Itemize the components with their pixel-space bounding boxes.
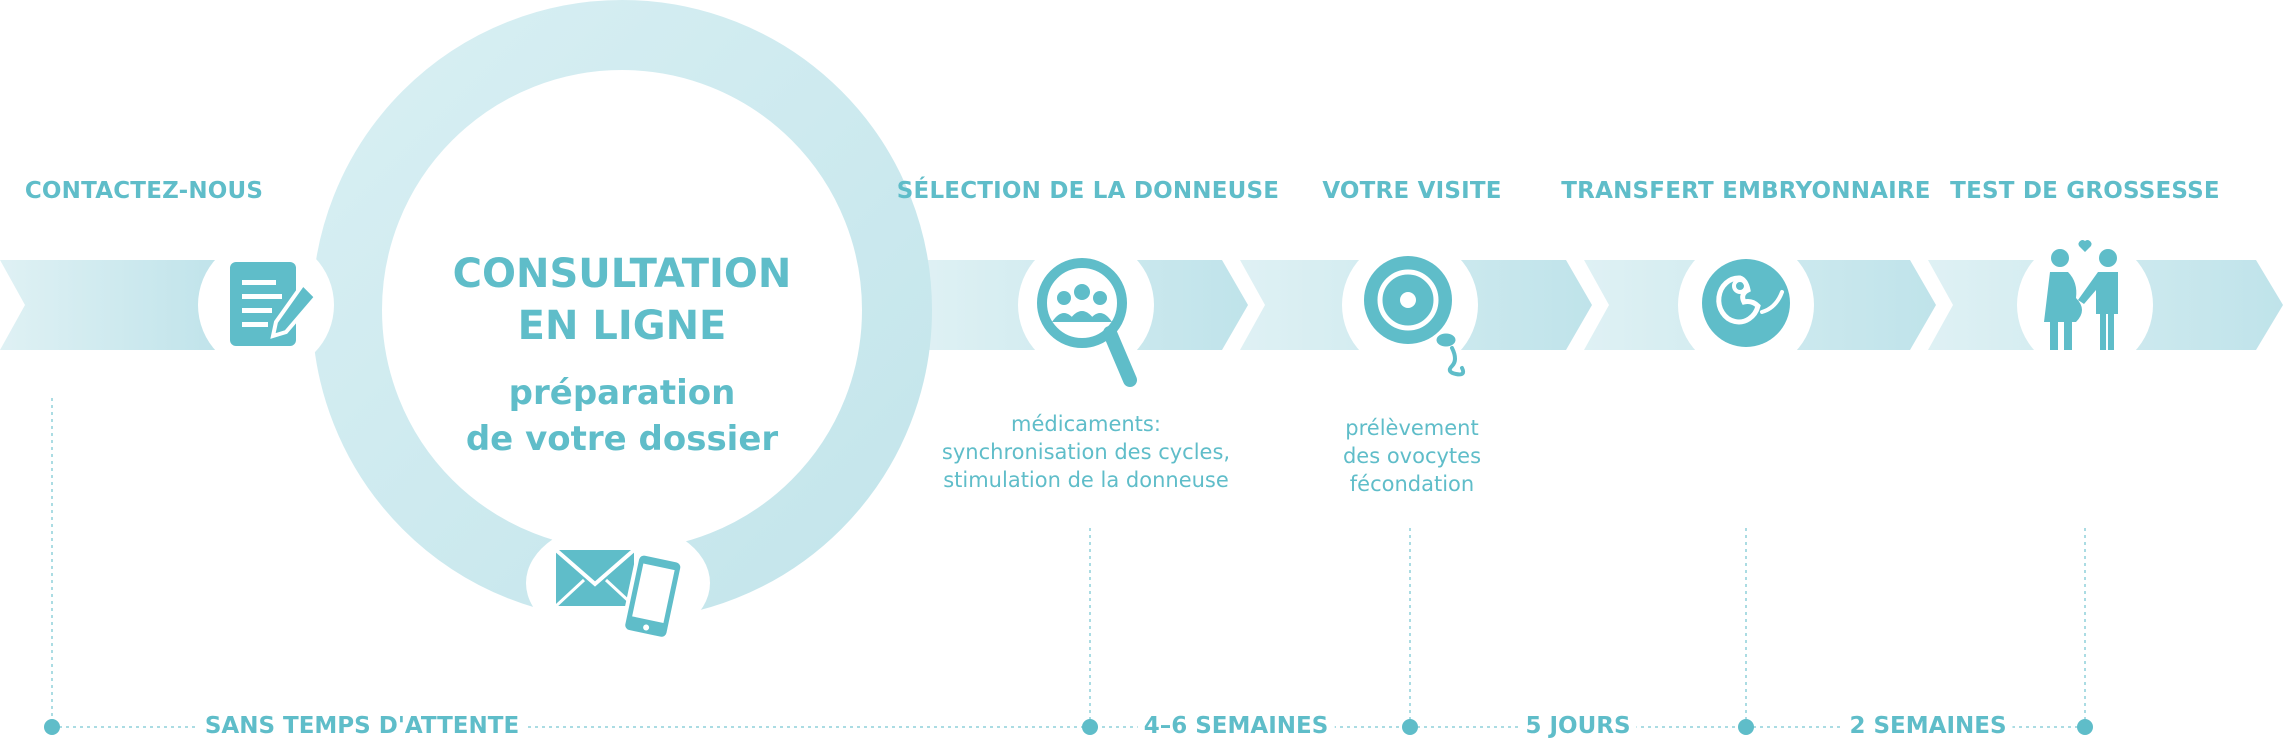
step-description-donor-selection: médicaments: synchronisation des cycles,… <box>941 412 1231 492</box>
timeline-label-2-weeks: 2 SEMAINES <box>1843 713 2013 739</box>
timeline-label-5-days: 5 JOURS <box>1519 713 1637 739</box>
vertical-connectors <box>51 398 2086 725</box>
arrow-segment-1 <box>0 260 225 350</box>
step-title-contact: CONTACTEZ-NOUS <box>24 178 264 204</box>
expecting-couple-icon <box>2044 240 2118 350</box>
timeline-label-no-wait: SANS TEMPS D'ATTENTE <box>198 713 526 739</box>
icon-disc-test <box>2017 237 2153 373</box>
consultation-title: CONSULTATION EN LIGNE <box>452 251 792 349</box>
consultation-subtitle: préparation de votre dossier <box>465 373 779 459</box>
embryo-icon <box>1702 259 1790 347</box>
step-title-donor-selection: SÉLECTION DE LA DONNEUSE <box>896 178 1280 204</box>
step-title-visit: VOTRE VISITE <box>1322 178 1502 204</box>
step-title-transfer: TRANSFERT EMBRYONNAIRE <box>1561 178 1931 204</box>
step-description-visit: prélèvement des ovocytes fécondation <box>1342 416 1482 496</box>
step-title-pregnancy-test: TEST DE GROSSESSE <box>1950 178 2220 204</box>
mail-phone-icon <box>554 548 685 641</box>
timeline-label-4-6-weeks: 4–6 SEMAINES <box>1137 713 1335 739</box>
timeline-dots <box>44 719 2093 735</box>
donor-search-icon <box>1037 258 1137 387</box>
form-pen-icon <box>230 262 319 346</box>
egg-sperm-icon <box>1364 256 1466 377</box>
